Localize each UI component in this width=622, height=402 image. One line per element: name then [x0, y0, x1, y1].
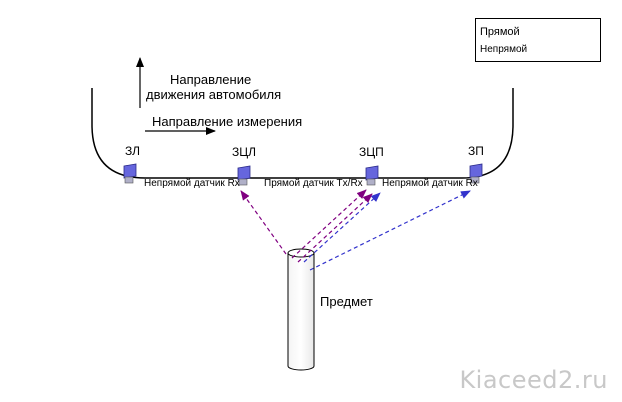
vehicle-direction-label-line1: Направление — [170, 72, 252, 87]
direct-wave-center-right-1 — [291, 189, 367, 259]
segment-label-middle: Прямой датчик Tx/Rx — [264, 178, 363, 189]
legend-direct-label: Прямой — [480, 26, 520, 38]
legend-indirect-label: Непрямой — [480, 44, 528, 55]
indirect-wave-center-right — [303, 192, 381, 263]
sensor-rear-left — [123, 163, 137, 184]
object-cylinder — [287, 248, 315, 371]
segment-label-right: Непрямой датчик Rx — [382, 178, 478, 189]
sensor-label-rear-left: ЗЛ — [125, 144, 140, 158]
sensor-label-rear-right: ЗП — [468, 144, 484, 158]
sensor-rear-center-right — [365, 165, 379, 186]
object-label: Предмет — [320, 294, 373, 309]
indirect-wave-rear-right — [309, 190, 471, 271]
direct-wave-center-left — [240, 190, 287, 255]
direct-wave-center-right-2 — [297, 193, 373, 263]
legend — [475, 18, 601, 62]
vehicle-direction-label-line2: движения автомобиля — [146, 87, 282, 102]
sensor-label-rear-center-right: ЗЦП — [359, 145, 384, 159]
sensor-rear-center-left — [237, 165, 251, 186]
bumper-outline — [91, 88, 514, 179]
sensor-label-rear-center-left: ЗЦЛ — [232, 145, 256, 159]
watermark: Kiaceed2.ru — [459, 366, 608, 394]
sensor-rear-right — [469, 163, 483, 184]
segment-label-left: Непрямой датчик Rx — [144, 178, 240, 189]
measurement-direction-label: Направление измерения — [152, 114, 303, 129]
